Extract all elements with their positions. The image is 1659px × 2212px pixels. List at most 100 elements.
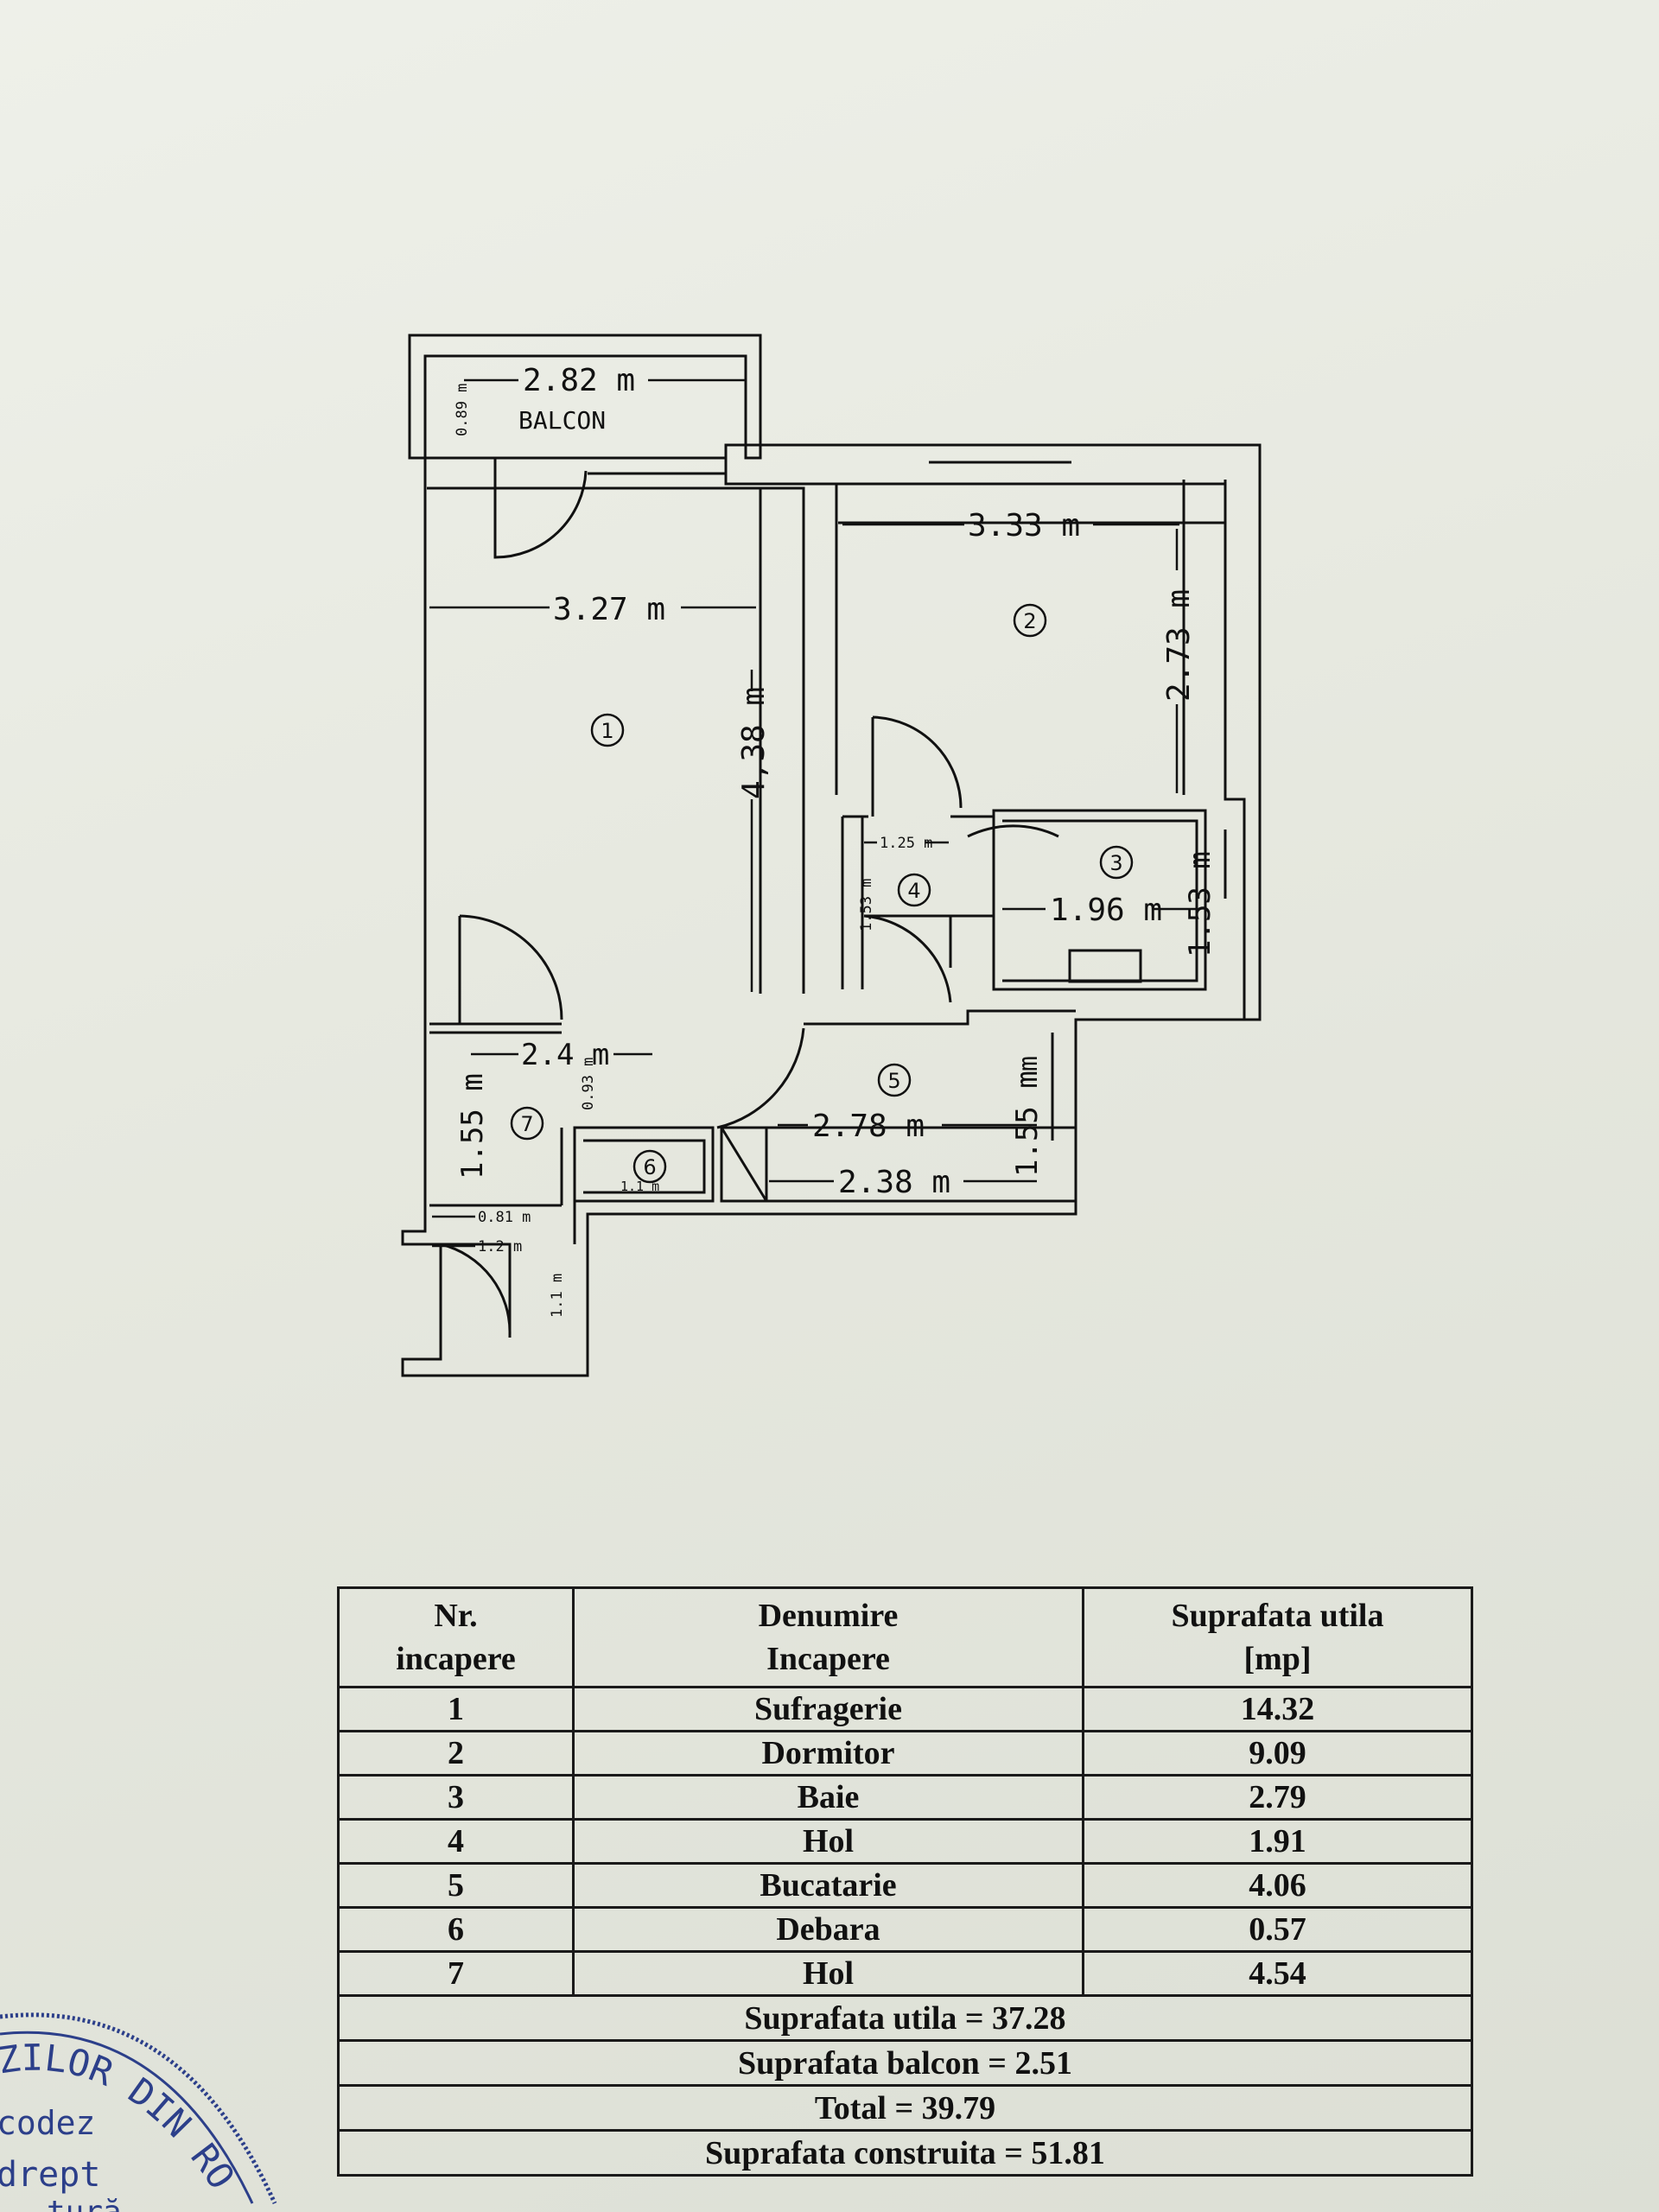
floor-plan: 1 2 3 4 5 6 7 BALCON 2.82 m 0.89 m 3.27 …: [401, 334, 1262, 1377]
table-row: 5 Bucatarie 4.06: [337, 1862, 1473, 1909]
room5-counter: [720, 1126, 768, 1203]
dim-entry-12: 1.2 m: [478, 1238, 522, 1255]
row-name: Bucatarie: [572, 1862, 1084, 1909]
row-nr: 7: [337, 1950, 575, 1997]
room1-circle: [590, 713, 625, 747]
plan-dimension-lines: [429, 378, 1197, 1248]
header-nr-line2: incapere: [396, 1641, 516, 1677]
room2-circle: [1013, 603, 1047, 638]
row-nr: 6: [337, 1906, 575, 1953]
plan-doors: [440, 458, 1059, 1338]
total-area: Total = 39.79: [337, 2084, 1473, 2132]
dim-balcony-depth: 0.89 m: [454, 384, 471, 436]
room6-number: 6: [643, 1155, 656, 1179]
table-row: 4 Hol 1.91: [337, 1818, 1473, 1865]
row-area: 4.06: [1082, 1862, 1473, 1909]
dim-room4-width: 1.25 m: [880, 835, 932, 852]
dim-entry-11: 1.1 m: [549, 1274, 566, 1318]
row-area: 1.91: [1082, 1818, 1473, 1865]
header-area: Suprafata utila [mp]: [1082, 1586, 1473, 1688]
room5-door: [716, 1027, 805, 1129]
outer-wall: [401, 443, 1262, 1377]
dim-room5-length: 1.55 m: [1010, 1071, 1045, 1177]
dim-room4-length: 1.53 m: [858, 879, 875, 931]
header-nr-line1: Nr.: [434, 1598, 478, 1634]
dim-room3-width: 1.96 m: [1050, 893, 1162, 928]
total-balcony-area: Suprafata balcon = 2.51: [337, 2039, 1473, 2087]
dim-room5-length-top: m: [1014, 1056, 1044, 1071]
inner-outline: [425, 456, 1246, 1020]
dim-room7-small: 0.93 m: [580, 1058, 597, 1110]
room7-walls: [429, 1022, 576, 1244]
stamp-text-line3: drept: [0, 2155, 100, 2195]
total-row: Suprafata utila = 37.28: [337, 1994, 1473, 2042]
room2-walls: [835, 480, 1227, 797]
balcony-label: BALCON: [518, 406, 606, 435]
stamp-ring-inner: [0, 2031, 254, 2204]
plan-walls: [401, 334, 1262, 1377]
total-built-area: Suprafata construita = 51.81: [337, 2129, 1473, 2177]
room1-walls: [427, 486, 805, 994]
room2-door: [871, 715, 963, 817]
room5-counter-diag: [720, 1127, 768, 1202]
room1-door: [458, 914, 563, 1024]
room-number-circles: [510, 603, 1134, 1184]
row-name: Sufragerie: [572, 1686, 1084, 1732]
area-table: Nr. incapere Denumire Incapere Suprafata…: [337, 1586, 1473, 2177]
total-useful-area: Suprafata utila = 37.28: [337, 1994, 1473, 2042]
dim-room2-width: 3.33 m: [968, 508, 1080, 543]
room4-number: 4: [907, 879, 920, 903]
table-row: 6 Debara 0.57: [337, 1906, 1473, 1953]
balcony-door: [493, 458, 588, 559]
row-area: 14.32: [1082, 1686, 1473, 1732]
row-nr: 4: [337, 1818, 575, 1865]
stamp-text-line4: tură: [47, 2195, 122, 2212]
row-area: 9.09: [1082, 1730, 1473, 1777]
table-row: 1 Sufragerie 14.32: [337, 1686, 1473, 1732]
row-nr: 2: [337, 1730, 575, 1777]
total-row: Total = 39.79: [337, 2084, 1473, 2132]
room4-circle: [897, 873, 931, 907]
header-nr: Nr. incapere: [337, 1586, 575, 1688]
room4-walls: [841, 815, 994, 989]
row-name: Hol: [572, 1950, 1084, 1997]
table-row: 7 Hol 4.54: [337, 1950, 1473, 1997]
table-row: 3 Baie 2.79: [337, 1774, 1473, 1821]
row-nr: 3: [337, 1774, 575, 1821]
row-name: Debara: [572, 1906, 1084, 1953]
room6-circle: [632, 1149, 667, 1184]
room2-number: 2: [1023, 609, 1036, 633]
room7-circle: [510, 1106, 544, 1141]
balcony-wall: [408, 334, 762, 460]
dim-room1-length: 4,38 m: [736, 687, 772, 799]
header-area-line1: Suprafata utila: [1171, 1598, 1384, 1634]
room7-number: 7: [520, 1112, 533, 1136]
header-name-line2: Incapere: [766, 1641, 890, 1677]
room-number-labels: 1 2 3 4 5 6 7: [520, 609, 1122, 1179]
dim-balcony-width: 2.82 m: [523, 363, 635, 398]
dim-room5-width-bottom: 2.38 m: [838, 1165, 950, 1200]
plan-dimension-labels: BALCON 2.82 m 0.89 m 3.27 m 4,38 m 3.33 …: [454, 363, 1217, 1318]
dim-room1-width: 3.27 m: [553, 592, 665, 627]
table-header-row: Nr. incapere Denumire Incapere Suprafata…: [337, 1586, 1473, 1688]
room3-door: [967, 824, 1059, 838]
header-name: Denumire Incapere: [572, 1586, 1084, 1688]
row-area: 4.54: [1082, 1950, 1473, 1997]
row-name: Hol: [572, 1818, 1084, 1865]
row-name: Baie: [572, 1774, 1084, 1821]
room1-number: 1: [601, 719, 613, 743]
row-nr: 5: [337, 1862, 575, 1909]
official-stamp: ZILOR DIN RO codez drept tură: [0, 2012, 277, 2212]
row-nr: 1: [337, 1686, 575, 1732]
total-row: Suprafata construita = 51.81: [337, 2129, 1473, 2177]
dim-room5-width-top: 2.78 m: [812, 1109, 925, 1144]
row-area: 2.79: [1082, 1774, 1473, 1821]
stamp-ring-outer: [0, 2012, 277, 2205]
dim-room3-length: 1.53 m: [1183, 851, 1217, 957]
room4-door: [863, 914, 952, 1003]
room5-circle: [877, 1063, 912, 1097]
dim-room7-length: 1.55 m: [455, 1073, 490, 1179]
room5-number: 5: [887, 1069, 900, 1093]
stamp-text-line2: codez: [0, 2104, 95, 2142]
room3-circle: [1099, 845, 1134, 880]
